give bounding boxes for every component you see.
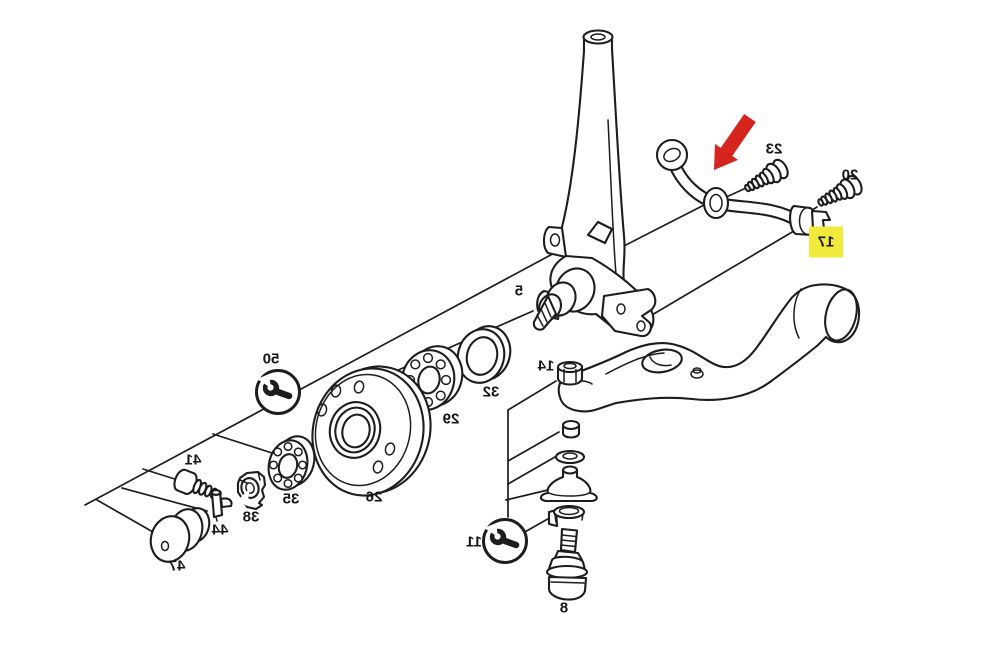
- tool-symbol-balljoint: [482, 518, 528, 564]
- part-label-35: 35: [283, 491, 300, 508]
- part-label-14: 14: [537, 358, 554, 375]
- part-label-41: 41: [185, 452, 202, 469]
- part-label-11: 11: [466, 534, 482, 551]
- part-label-23: 23: [766, 141, 783, 158]
- seal-ring-32: [456, 325, 512, 384]
- lock-nut-14: [556, 360, 584, 386]
- part-labels: 5 50 32 29 26 35 38 41 44 47 14 11 8 23 20 17: [169, 141, 859, 617]
- part-label-26: 26: [366, 489, 383, 506]
- washer-ring: [554, 449, 586, 465]
- part-label-5: 5: [515, 283, 523, 300]
- steering-knuckle: [532, 29, 657, 338]
- part-label-17: 17: [818, 234, 835, 251]
- grease-cap-47: [149, 507, 211, 563]
- outer-bearing-35: [267, 435, 316, 491]
- bolt-23: [744, 158, 789, 193]
- bolt-41: [173, 468, 222, 500]
- part-highlight-17: [809, 226, 843, 258]
- part-label-44: 44: [211, 522, 228, 539]
- wheel-hub-26: [311, 365, 432, 497]
- part-label-32: 32: [483, 384, 500, 401]
- dust-boot: [539, 465, 598, 503]
- lower-control-arm: [557, 283, 861, 413]
- upper-control-arm: [655, 138, 832, 237]
- part-label-47: 47: [169, 558, 186, 575]
- part-label-38: 38: [243, 509, 260, 526]
- red-arrow: [714, 114, 756, 170]
- part-label-20: 20: [842, 167, 859, 184]
- part-label-8: 8: [560, 600, 568, 617]
- spacer-sleeve: [561, 419, 581, 439]
- part-label-50: 50: [263, 351, 280, 368]
- axle-nut-38: [236, 470, 267, 511]
- part-label-29: 29: [443, 411, 460, 428]
- tool-symbol-hub: [255, 369, 301, 415]
- locking-pin-44: [210, 489, 233, 522]
- snap-ring: [547, 504, 586, 528]
- bolt-20: [817, 174, 863, 207]
- ball-joint-8: [545, 527, 589, 601]
